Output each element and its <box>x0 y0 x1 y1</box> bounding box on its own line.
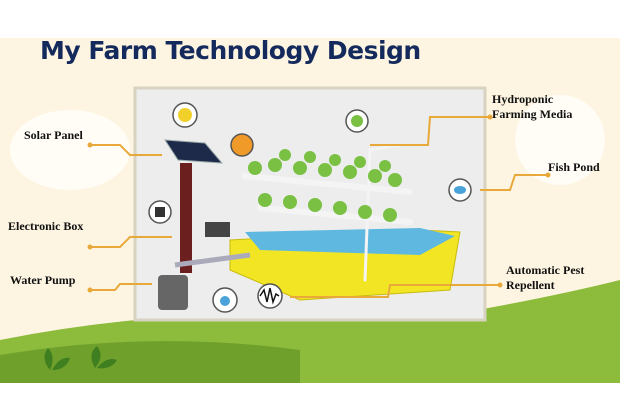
water-pump <box>158 275 188 310</box>
leader-dots <box>87 114 551 293</box>
electronic-box <box>205 222 230 237</box>
page-title: My Farm Technology Design <box>40 36 421 65</box>
solar-panel <box>164 139 224 164</box>
cloud <box>515 95 605 185</box>
leader-lines <box>90 116 548 298</box>
sprout-icon <box>44 346 117 370</box>
pipe <box>174 252 251 268</box>
cloud <box>10 110 130 190</box>
label-hydroponic: Hydroponic Farming Media <box>492 92 572 122</box>
label-electronic-box: Electronic Box <box>8 219 84 233</box>
label-pest-repellent: Automatic Pest Repellent <box>506 263 584 293</box>
label-hydroponic-line2: Farming Media <box>492 107 573 121</box>
label-water-pump: Water Pump <box>10 273 76 287</box>
label-pest-line1: Automatic Pest <box>506 263 585 277</box>
label-fish-pond: Fish Pond <box>548 160 600 174</box>
lettuce-plants <box>248 149 402 222</box>
battery-icon <box>230 133 254 157</box>
label-pest-line2: Repellent <box>506 278 555 292</box>
label-hydroponic-line1: Hydroponic <box>492 92 554 106</box>
water <box>245 228 455 255</box>
solar-pole <box>180 163 192 273</box>
label-solar-panel: Solar Panel <box>24 128 83 142</box>
green-hill-dark <box>0 341 300 383</box>
